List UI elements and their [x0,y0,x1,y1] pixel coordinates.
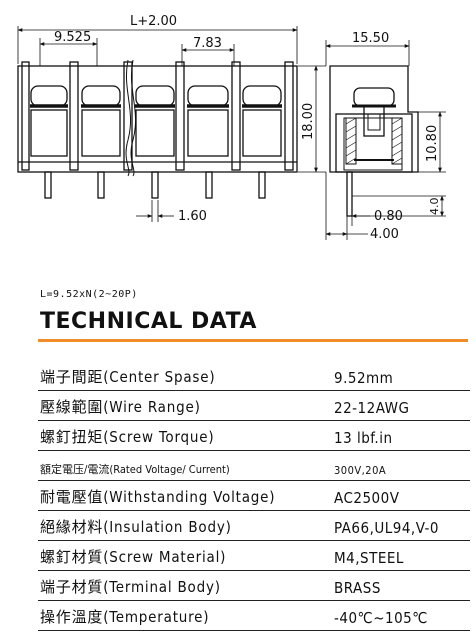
dim-pin-off-label: 4.00 [370,227,399,242]
dim-total-label: L+2.00 [130,14,177,29]
spec-row: 螺釘扭矩(Screw Torque) 13 lbf.in [38,421,470,451]
technical-drawing: L+2.00 9.525 7.83 1.60 18.00 15.50 10.80… [17,14,446,242]
spec-value: -40℃~105℃ [334,609,428,627]
dim-pin-w-label: 0.80 [374,209,403,224]
spec-value: BRASS [334,579,381,597]
spec-row: 端子材質(Terminal Body) BRASS [38,571,470,601]
dim-inner-label: 10.80 [425,125,440,162]
spec-value: 13 lbf.in [334,429,393,447]
dim-height-label: 18.00 [301,103,316,140]
dim-depth-label: 15.50 [352,31,389,46]
spec-row: 額定電压/電流(Rated Voltage/ Current) 300V,20A [38,451,470,481]
spec-value: M4,STEEL [334,549,404,567]
spec-row: 絕緣材料(Insulation Body) PA66,UL94,V-0 [38,511,470,541]
spec-label: 螺釘扭矩(Screw Torque) [40,428,215,446]
spec-row: 螺釘材質(Screw Material) M4,STEEL [38,541,470,571]
spec-value: 9.52mm [334,369,394,387]
dim-pitch2-label: 7.83 [193,36,222,51]
spec-label: 耐電壓值(Withstanding Voltage) [40,488,276,506]
title-underline [38,339,468,342]
spec-row: 耐電壓值(Withstanding Voltage) AC2500V [38,481,470,511]
spec-label: 壓線範圍(Wire Range) [40,398,201,416]
spec-row: 操作溫度(Temperature) -40℃~105℃ [38,601,470,631]
spec-value: 300V,20A [334,464,387,477]
spec-label: 操作溫度(Temperature) [40,608,210,626]
length-formula: L=9.52xN(2~20P) [40,289,138,300]
spec-table: 端子間距(Center Spase) 9.52mm 壓線範圍(Wire Range)… [38,361,470,631]
spec-label: 螺釘材質(Screw Material) [40,548,227,566]
spec-value: AC2500V [334,489,400,507]
dim-pin-label: 1.60 [178,209,207,224]
spec-label: 端子間距(Center Spase) [40,368,216,386]
spec-value: 22-12AWG [334,399,410,417]
spec-row: 端子間距(Center Spase) 9.52mm [38,361,470,391]
section-title: TECHNICAL DATA [40,309,257,334]
spec-label: 絕緣材料(Insulation Body) [40,518,232,536]
spec-label: 端子材質(Terminal Body) [40,578,221,596]
dim-pin-len-label: 4.0 [428,198,441,216]
dim-pitch-label: 9.525 [54,30,91,45]
spec-value: PA66,UL94,V-0 [334,519,440,537]
spec-row: 壓線範圍(Wire Range) 22-12AWG [38,391,470,421]
spec-label: 額定電压/電流(Rated Voltage/ Current) [40,463,230,476]
